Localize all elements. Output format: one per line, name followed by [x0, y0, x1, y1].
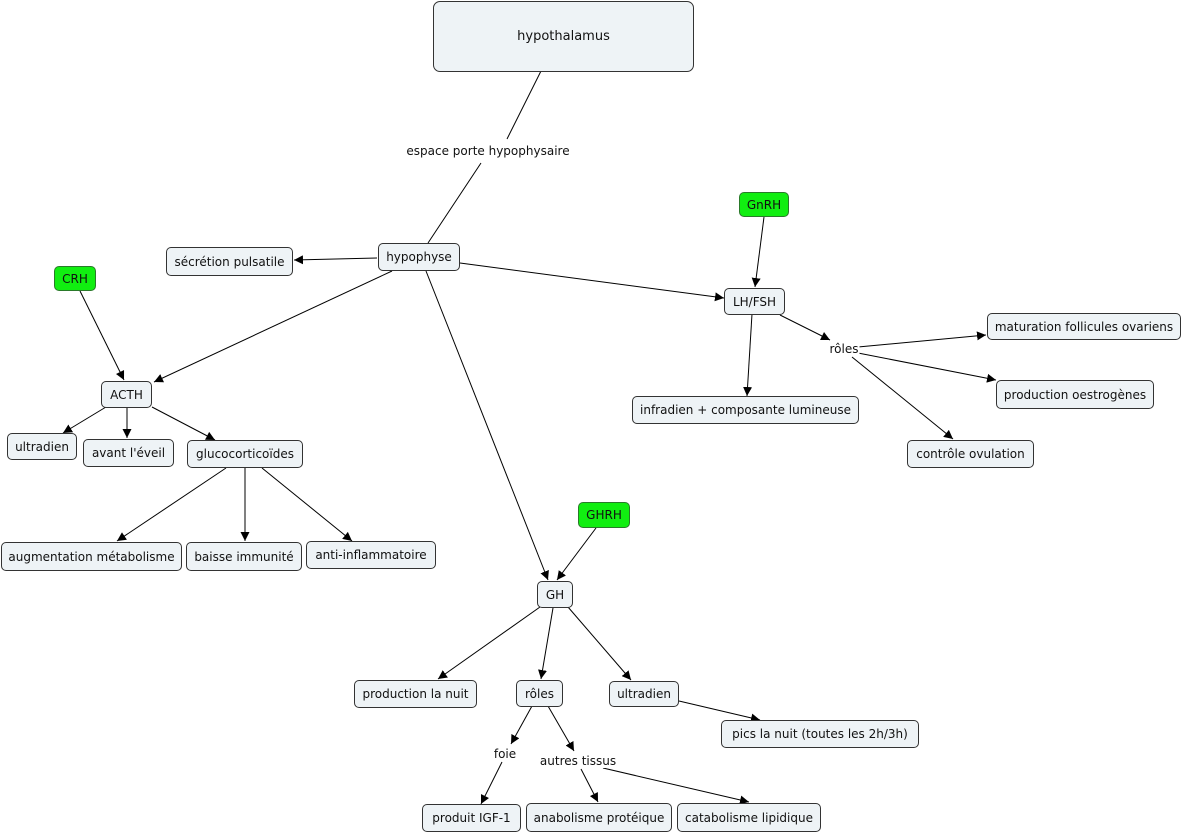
- edge-roles-autres: [547, 705, 575, 752]
- node-ultradien-gh[interactable]: ultradien: [609, 681, 679, 707]
- node-maturation[interactable]: maturation follicules ovariens: [987, 313, 1181, 340]
- label-foie: foie: [492, 747, 518, 761]
- node-gh[interactable]: GH: [537, 581, 573, 608]
- node-glucocorticoides[interactable]: glucocorticoïdes: [187, 440, 303, 468]
- edge-acth-glucocorticoides: [151, 406, 216, 441]
- edge-hypothalamus-label: [506, 70, 542, 140]
- edge-hypophyse-lhfsh: [459, 262, 725, 302]
- node-ghrh[interactable]: GHRH: [578, 502, 630, 528]
- node-infradien[interactable]: infradien + composante lumineuse: [632, 396, 859, 424]
- edge-autres-anabolisme: [580, 768, 599, 803]
- node-hypophyse[interactable]: hypophyse: [378, 243, 460, 271]
- node-roles-gh[interactable]: rôles: [516, 680, 563, 707]
- edge-ultradien-pics: [678, 700, 761, 723]
- edge-crh-acth: [79, 290, 125, 381]
- node-hypothalamus[interactable]: hypothalamus: [433, 1, 694, 72]
- node-lh-fsh[interactable]: LH/FSH: [724, 288, 785, 315]
- node-avant-eveil[interactable]: avant l'éveil: [83, 439, 174, 467]
- edge-lhfsh-infradien: [743, 313, 753, 397]
- node-catabolisme[interactable]: catabolisme lipidique: [677, 803, 821, 832]
- edge-label-hypophyse: [427, 162, 482, 244]
- label-roles-lh: rôles: [828, 342, 860, 356]
- node-acth[interactable]: ACTH: [101, 381, 152, 408]
- node-baisse-immunite[interactable]: baisse immunité: [186, 542, 302, 571]
- edge-gh-roles: [538, 607, 554, 680]
- edge-gh-ultradien: [567, 606, 632, 681]
- edge-ghrh-gh: [556, 527, 597, 581]
- node-pics-nuit[interactable]: pics la nuit (toutes les 2h/3h): [721, 720, 919, 748]
- edge-gluco-anti: [261, 467, 353, 542]
- node-gnrh[interactable]: GnRH: [739, 192, 789, 217]
- node-secretion-pulsatile[interactable]: sécrétion pulsatile: [166, 247, 293, 276]
- edge-roles-oestrogenes: [857, 352, 997, 383]
- node-produit-igf1[interactable]: produit IGF-1: [422, 804, 521, 832]
- label-autres-tissus: autres tissus: [538, 754, 618, 768]
- node-controle-ovulation[interactable]: contrôle ovulation: [907, 440, 1034, 468]
- edge-hypophyse-acth: [153, 270, 393, 383]
- node-ultradien-acth[interactable]: ultradien: [7, 433, 77, 460]
- edge-foie-igf1: [480, 761, 503, 805]
- edge-roles-maturation: [857, 331, 987, 348]
- edge-roles-ovulation: [851, 356, 954, 440]
- edge-autres-catabolisme: [602, 767, 750, 805]
- edge-hypophyse-secretion: [293, 255, 378, 265]
- edge-hypophyse-gh: [425, 270, 549, 581]
- edge-gnrh-lhfsh: [751, 216, 765, 288]
- node-crh[interactable]: CRH: [54, 266, 96, 291]
- edge-lhfsh-roles: [779, 314, 831, 341]
- node-anti-inflammatoire[interactable]: anti-inflammatoire: [306, 541, 436, 569]
- label-espace-porte: espace porte hypophysaire: [405, 144, 571, 158]
- node-augmentation-metabolisme[interactable]: augmentation métabolisme: [1, 542, 182, 571]
- node-production-oestrogenes[interactable]: production oestrogènes: [996, 380, 1154, 409]
- edge-gh-production-nuit: [437, 606, 541, 680]
- edge-roles-foie: [510, 705, 533, 745]
- node-anabolisme[interactable]: anabolisme protéique: [526, 803, 672, 832]
- edge-gluco-augmentation: [116, 467, 227, 542]
- node-production-nuit[interactable]: production la nuit: [354, 680, 477, 708]
- edge-acth-ultradien: [62, 406, 107, 434]
